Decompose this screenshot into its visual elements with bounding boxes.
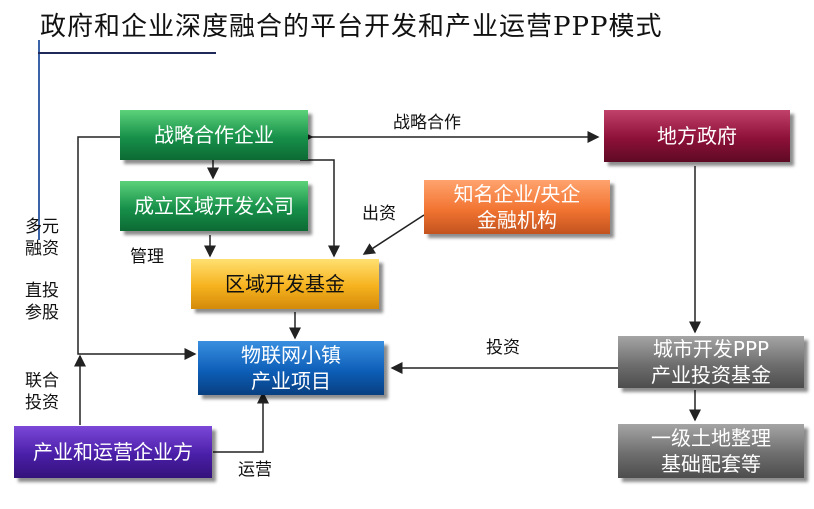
arrow-enterprises-to-fund bbox=[362, 214, 425, 255]
arrow-partner-to-fund bbox=[300, 159, 340, 258]
node-regional-dev-fund: 区域开发基金 bbox=[191, 259, 379, 309]
label-multi-financing: 多元 融资 bbox=[25, 216, 59, 260]
label-investment: 投资 bbox=[486, 338, 520, 358]
label-direct-investment: 直投 参股 bbox=[25, 280, 59, 324]
node-strategic-partner-label: 战略合作企业 bbox=[154, 123, 274, 147]
label-joint-investment-line1: 联合 bbox=[25, 371, 59, 391]
node-famous-enterprises-line1: 知名企业/央企 bbox=[453, 182, 581, 206]
node-famous-enterprises-line2: 金融机构 bbox=[477, 208, 557, 232]
label-multi-financing-line1: 多元 bbox=[25, 217, 59, 237]
node-industry-operator: 产业和运营企业方 bbox=[14, 426, 212, 478]
node-regional-dev-company: 成立区域开发公司 bbox=[120, 181, 308, 231]
node-iot-town-line2: 产业项目 bbox=[251, 369, 331, 393]
node-industry-operator-label: 产业和运营企业方 bbox=[33, 440, 193, 464]
decorative-horizontal-line bbox=[38, 52, 216, 54]
label-operation: 运营 bbox=[238, 460, 272, 480]
node-land-preparation-line2: 基础配套等 bbox=[661, 452, 761, 476]
arrow-operator-to-town bbox=[213, 391, 269, 453]
label-strategic-cooperation: 战略合作 bbox=[393, 113, 461, 133]
label-capital-contribution: 出资 bbox=[362, 204, 396, 224]
arrow-multi-financing bbox=[77, 136, 197, 360]
label-management: 管理 bbox=[130, 247, 164, 267]
page-title: 政府和企业深度融合的平台开发和产业运营PPP模式 bbox=[40, 12, 663, 42]
label-joint-investment-line2: 投资 bbox=[25, 393, 59, 414]
node-local-government: 地方政府 bbox=[604, 110, 790, 162]
node-regional-dev-company-label: 成立区域开发公司 bbox=[134, 194, 294, 218]
node-city-ppp-fund-line1: 城市开发PPP bbox=[652, 337, 770, 361]
node-iot-town-line1: 物联网小镇 bbox=[241, 343, 341, 367]
node-local-government-label: 地方政府 bbox=[657, 124, 737, 148]
node-land-preparation-line1: 一级土地整理 bbox=[651, 426, 771, 450]
label-joint-investment: 联合 投资 bbox=[25, 370, 59, 414]
label-multi-financing-line2: 融资 bbox=[25, 239, 59, 260]
label-direct-investment-line1: 直投 bbox=[25, 281, 59, 301]
node-iot-town: 物联网小镇 产业项目 bbox=[198, 341, 384, 395]
label-direct-investment-line2: 参股 bbox=[25, 303, 59, 324]
node-regional-dev-fund-label: 区域开发基金 bbox=[225, 272, 345, 296]
node-land-preparation: 一级土地整理 基础配套等 bbox=[618, 424, 804, 478]
node-city-ppp-fund: 城市开发PPP 产业投资基金 bbox=[618, 336, 804, 388]
node-famous-enterprises: 知名企业/央企 金融机构 bbox=[424, 180, 610, 234]
node-city-ppp-fund-line2: 产业投资基金 bbox=[651, 363, 771, 387]
node-strategic-partner: 战略合作企业 bbox=[120, 110, 308, 160]
decorative-vertical-line bbox=[38, 40, 40, 240]
